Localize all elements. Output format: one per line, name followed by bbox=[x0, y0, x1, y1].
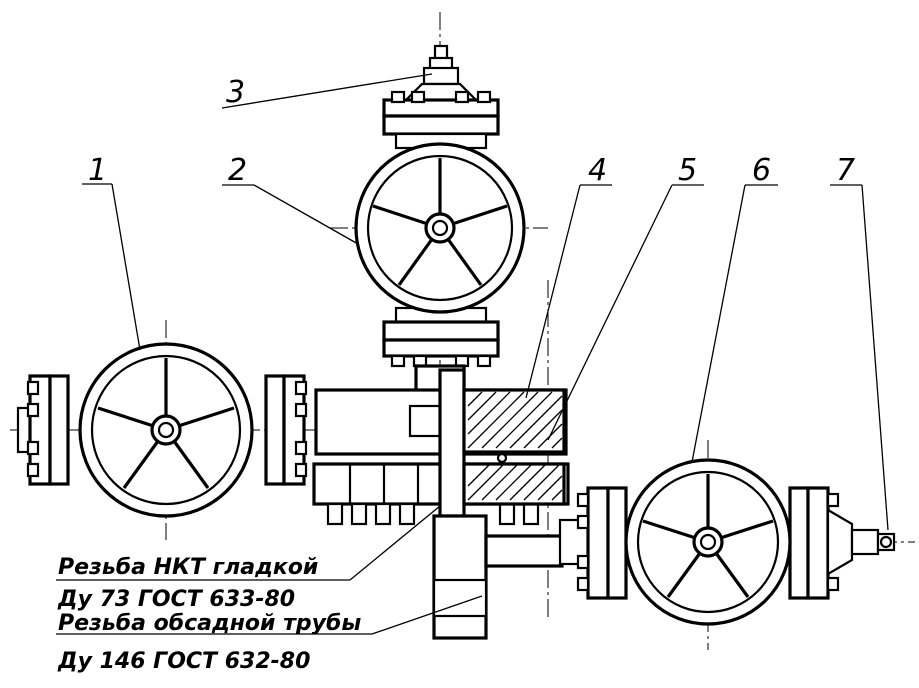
callout-1: 1 bbox=[88, 153, 107, 188]
note-tubing-size: Ду 73 ГОСТ 633-80 bbox=[57, 587, 295, 612]
leader-lines bbox=[56, 73, 889, 635]
end-fitting bbox=[850, 528, 896, 556]
note-casing-thread: Резьба обсадной трубы bbox=[58, 611, 361, 636]
callout-3: 3 bbox=[226, 75, 245, 110]
right-valve bbox=[558, 458, 854, 626]
notes: Резьба НКТ гладкой Ду 73 ГОСТ 633-80 Рез… bbox=[57, 555, 361, 674]
callout-4: 4 bbox=[588, 153, 607, 188]
note-tubing-thread: Резьба НКТ гладкой bbox=[58, 555, 318, 580]
callout-2: 2 bbox=[228, 153, 247, 188]
top-valve bbox=[354, 44, 526, 368]
callout-7: 7 bbox=[836, 153, 855, 188]
right-handwheel bbox=[624, 458, 792, 626]
hatched-seal bbox=[462, 388, 566, 506]
callout-6: 6 bbox=[752, 153, 771, 188]
callout-5: 5 bbox=[678, 153, 697, 188]
callout-labels: 1 2 3 4 5 6 7 bbox=[88, 75, 855, 188]
spool-body bbox=[312, 364, 570, 640]
note-casing-size: Ду 146 ГОСТ 632-80 bbox=[57, 649, 310, 674]
left-handwheel bbox=[78, 342, 254, 518]
left-valve bbox=[16, 342, 308, 518]
top-handwheel bbox=[354, 142, 526, 314]
